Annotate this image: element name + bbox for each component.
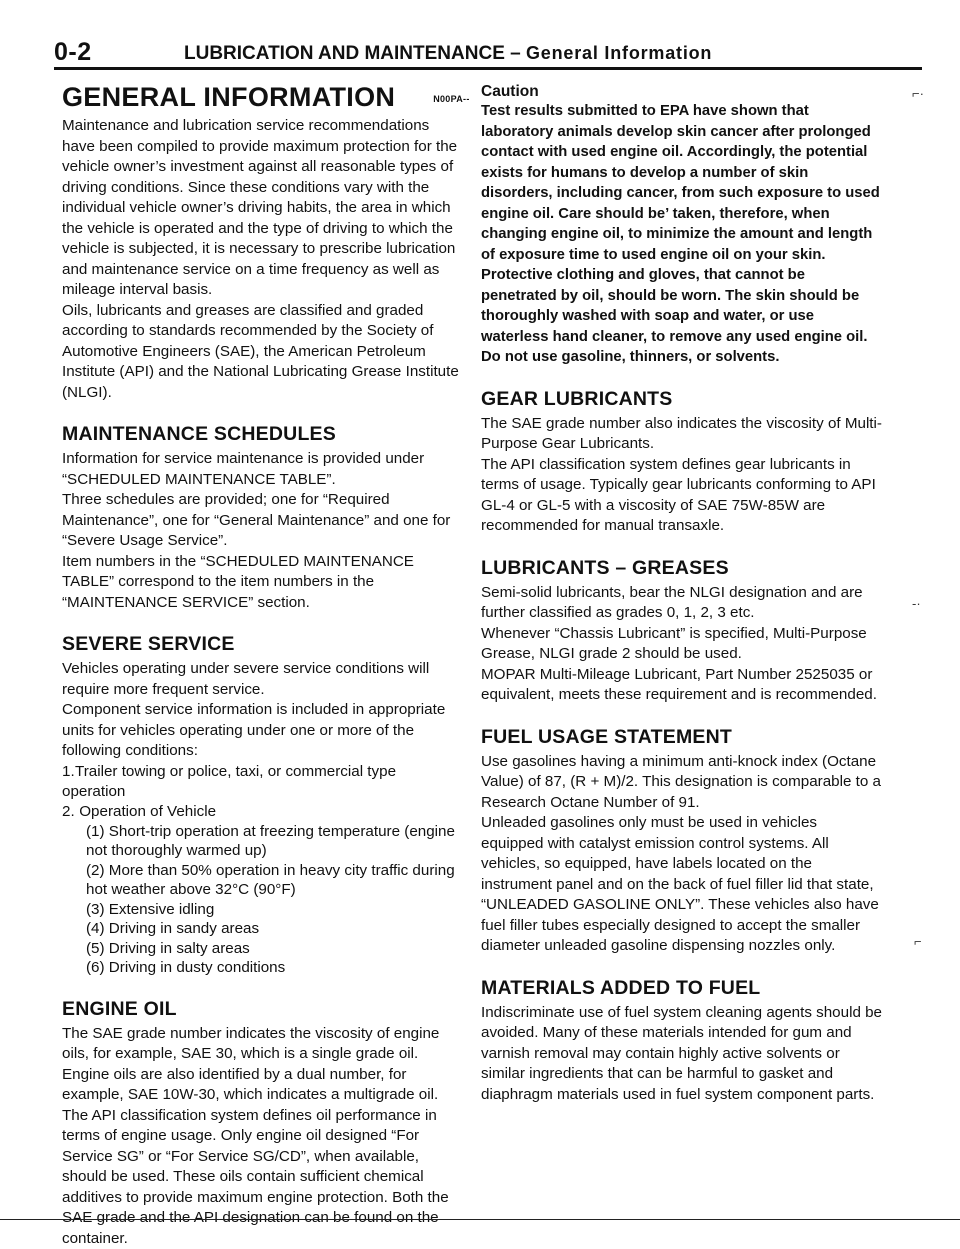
severe-service-conditions: 1.Trailer towing or police, taxi, or com… — [62, 762, 460, 822]
subcondition-item: (1) Short-trip operation at freezing tem… — [86, 822, 460, 861]
section-code: N00PA-- — [433, 94, 469, 104]
subcondition-number: (3) — [86, 901, 105, 918]
fuel-usage-paragraph-2: Unleaded gasolines only must be used in … — [481, 813, 882, 957]
subcondition-number: (2) — [86, 862, 105, 879]
condition-item: 2. Operation of Vehicle — [62, 802, 460, 822]
operation-subconditions: (1) Short-trip operation at freezing tem… — [62, 822, 460, 978]
materials-heading: MATERIALS ADDED TO FUEL — [481, 977, 882, 1000]
header-title-main: LUBRICATION AND MAINTENANCE — [184, 43, 505, 64]
margin-mark-icon: -· — [912, 596, 921, 611]
subcondition-number: (5) — [86, 940, 105, 957]
header-separator: – — [505, 43, 526, 64]
header-subtitle: General Information — [526, 43, 712, 63]
general-information-paragraph-1: Maintenance and lubrication service reco… — [62, 116, 460, 301]
condition-number: 2. — [62, 802, 75, 822]
fuel-usage-paragraph-1: Use gasolines having a minimum anti-knoc… — [481, 752, 882, 814]
gear-lubricants-paragraph-2: The API classification system defines ge… — [481, 455, 882, 537]
gear-lubricants-paragraph-1: The SAE grade number also indicates the … — [481, 414, 882, 455]
margin-mark-icon: ⌐· — [912, 86, 924, 101]
maintenance-schedules-paragraph-3: Item numbers in the “SCHEDULED MAINTENAN… — [62, 552, 460, 614]
subcondition-text: More than 50% operation in heavy city tr… — [86, 862, 455, 899]
condition-item: 1.Trailer towing or police, taxi, or com… — [62, 762, 460, 802]
header-rule — [54, 67, 922, 70]
lubricants-greases-heading: LUBRICANTS – GREASES — [481, 557, 882, 580]
subcondition-number: (1) — [86, 823, 105, 840]
maintenance-schedules-heading: MAINTENANCE SCHEDULES — [62, 423, 460, 446]
footer-rule — [0, 1219, 960, 1220]
subcondition-text: Short-trip operation at freezing tempera… — [86, 823, 455, 860]
severe-service-heading: SEVERE SERVICE — [62, 633, 460, 656]
subcondition-item: (3) Extensive idling — [86, 900, 460, 920]
engine-oil-paragraph-1: The SAE grade number indicates the visco… — [62, 1024, 460, 1106]
severe-service-paragraph-1: Vehicles operating under severe service … — [62, 659, 460, 700]
engine-oil-paragraph-2: The API classification system defines oi… — [62, 1106, 460, 1249]
lubricants-greases-paragraph-2: Whenever “Chassis Lubricant” is specifie… — [481, 624, 882, 665]
condition-number: 1. — [62, 762, 75, 782]
margin-mark-icon: ⌐ — [914, 934, 922, 949]
page-header: 0-2 LUBRICATION AND MAINTENANCE – Genera… — [54, 38, 922, 68]
condition-text: Trailer towing or police, taxi, or comme… — [62, 763, 396, 800]
gear-lubricants-heading: GEAR LUBRICANTS — [481, 388, 882, 411]
lubricants-greases-paragraph-1: Semi-solid lubricants, bear the NLGI des… — [481, 583, 882, 624]
subcondition-item: (2) More than 50% operation in heavy cit… — [86, 861, 460, 900]
subcondition-text: Driving in salty areas — [109, 940, 250, 957]
subcondition-number: (6) — [86, 959, 105, 976]
lubricants-greases-paragraph-3: MOPAR Multi-Mileage Lubricant, Part Numb… — [481, 665, 882, 706]
page-number: 0-2 — [54, 38, 92, 67]
engine-oil-heading: ENGINE OIL — [62, 998, 460, 1021]
subcondition-item: (5) Driving in salty areas — [86, 939, 460, 959]
maintenance-schedules-paragraph-2: Three schedules are provided; one for “R… — [62, 490, 460, 552]
subcondition-text: Driving in dusty conditions — [109, 959, 285, 976]
caution-title: Caution — [481, 82, 882, 101]
severe-service-paragraph-2: Component service information is include… — [62, 700, 460, 762]
subcondition-item: (4) Driving in sandy areas — [86, 919, 460, 939]
caution-text: Test results submitted to EPA have shown… — [481, 101, 882, 368]
maintenance-schedules-paragraph-1: Information for service maintenance is p… — [62, 449, 460, 490]
subcondition-number: (4) — [86, 920, 105, 937]
right-column: Caution Test results submitted to EPA ha… — [481, 82, 882, 1105]
subcondition-item: (6) Driving in dusty conditions — [86, 958, 460, 978]
header-title: LUBRICATION AND MAINTENANCE – General In… — [184, 43, 712, 65]
fuel-usage-heading: FUEL USAGE STATEMENT — [481, 726, 882, 749]
subcondition-text: Extensive idling — [109, 901, 215, 918]
materials-paragraph-1: Indiscriminate use of fuel system cleani… — [481, 1003, 882, 1106]
subcondition-text: Driving in sandy areas — [109, 920, 259, 937]
general-information-title: GENERAL INFORMATION — [62, 82, 395, 112]
general-information-paragraph-2: Oils, lubricants and greases are classif… — [62, 301, 460, 404]
condition-text: Operation of Vehicle — [79, 803, 216, 820]
